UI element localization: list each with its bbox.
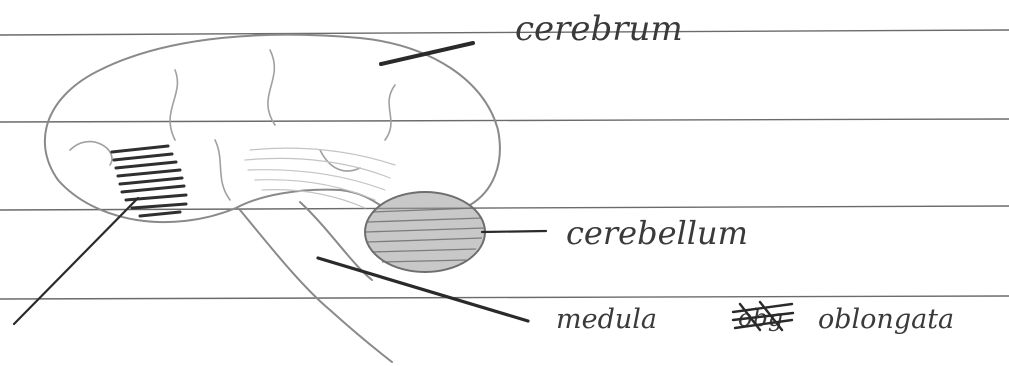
fold-2	[268, 50, 275, 125]
fold-4	[385, 85, 395, 140]
fold-6	[320, 150, 360, 171]
label-cerebellum: cerebellum	[566, 214, 748, 252]
labels: cerebrum cerebellum medulaoblongata obg	[515, 9, 954, 335]
pointer-frontal	[14, 198, 138, 324]
brain-sketch	[45, 35, 500, 362]
pointer-lines	[14, 43, 546, 324]
label-cerebrum: cerebrum	[515, 9, 683, 49]
frontal-hatching	[112, 146, 186, 216]
cerebellum-sketch	[365, 192, 485, 272]
ruled-line-1	[0, 30, 1009, 35]
ruled-line-4	[0, 296, 1009, 299]
crossed-out-word: obg	[733, 302, 793, 332]
pointer-cerebrum	[381, 43, 473, 64]
ruled-line-2	[0, 119, 1009, 122]
brain-stem-back	[300, 202, 372, 280]
central-shading	[245, 148, 395, 208]
fold-3	[215, 140, 230, 200]
fold-5	[70, 142, 112, 165]
pointer-cerebellum	[482, 231, 546, 232]
fold-1	[170, 70, 177, 140]
